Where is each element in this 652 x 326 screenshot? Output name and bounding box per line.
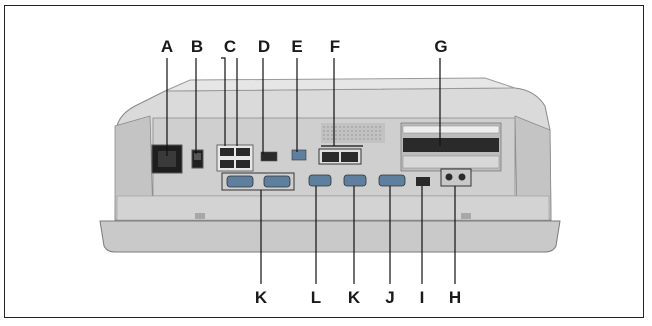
callout-label-j: J — [385, 288, 394, 307]
port-d — [260, 151, 278, 162]
callout-labels-bottom: K L K J I H — [255, 288, 461, 307]
serial-ports-k-left — [221, 172, 295, 191]
connector-diagram: A B C D E F G K L K J I H — [99, 37, 561, 307]
vent-grille — [321, 123, 385, 143]
callout-label-h: H — [449, 288, 461, 307]
device-illustration — [99, 77, 561, 253]
power-inlet-socket — [158, 151, 176, 167]
callout-label-k-right: K — [348, 288, 361, 307]
power-switch-rocker — [194, 153, 201, 160]
callout-label-g: G — [434, 37, 447, 56]
port-j — [378, 174, 406, 187]
callout-label-c: C — [224, 37, 236, 56]
lower-strip — [116, 195, 550, 221]
port-e — [291, 149, 307, 161]
base-plate — [99, 220, 561, 253]
callout-label-e: E — [291, 37, 302, 56]
expansion-slots — [400, 122, 502, 172]
leader-lines — [166, 57, 456, 284]
callout-label-i: I — [420, 288, 425, 307]
lan-ports — [318, 148, 362, 165]
callout-label-a: A — [161, 37, 173, 56]
callout-label-l: L — [311, 288, 321, 307]
callout-labels-top: A B C D E F G — [161, 37, 448, 56]
foot-left — [195, 213, 205, 219]
port-l — [308, 174, 332, 187]
callout-label-b: B — [191, 37, 203, 56]
callout-label-f: F — [330, 37, 340, 56]
callout-label-d: D — [258, 37, 270, 56]
callout-label-k-left: K — [255, 288, 268, 307]
port-i — [416, 177, 430, 186]
usb-ports — [216, 144, 254, 172]
top-bevel — [164, 77, 516, 92]
foot-right — [461, 213, 471, 219]
audio-jacks — [440, 168, 472, 187]
diagram-frame: A B C D E F G K L K J I H — [4, 5, 644, 318]
port-k-right — [343, 174, 367, 187]
right-wing — [514, 115, 552, 221]
